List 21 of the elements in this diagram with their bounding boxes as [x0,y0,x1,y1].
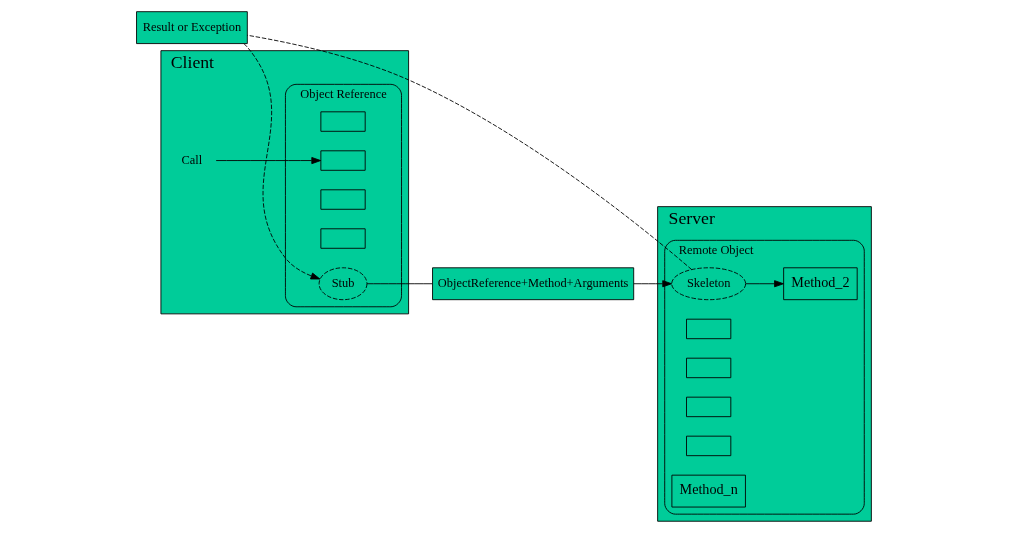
node-box [319,228,366,249]
arrow [243,43,320,280]
node-box [685,318,731,340]
node-box [319,150,366,171]
arrow [632,280,672,288]
node-ellipse: Skeleton [670,267,746,301]
node-box [685,357,731,379]
node-box: Result or Exception [135,11,248,45]
node-ellipse: Stub [318,267,367,301]
node-box [319,189,366,210]
node-box: Method_n [670,474,746,508]
node-box [685,396,731,418]
node-box [319,111,366,132]
connector [366,283,433,285]
node-box [685,435,731,457]
arrow [215,157,321,165]
node-box: ObjectReference+Method+Arguments [431,267,634,301]
node-box: Method_2 [782,267,858,301]
arrow [744,280,784,288]
node-text: Call [181,152,202,167]
connector [246,34,692,270]
